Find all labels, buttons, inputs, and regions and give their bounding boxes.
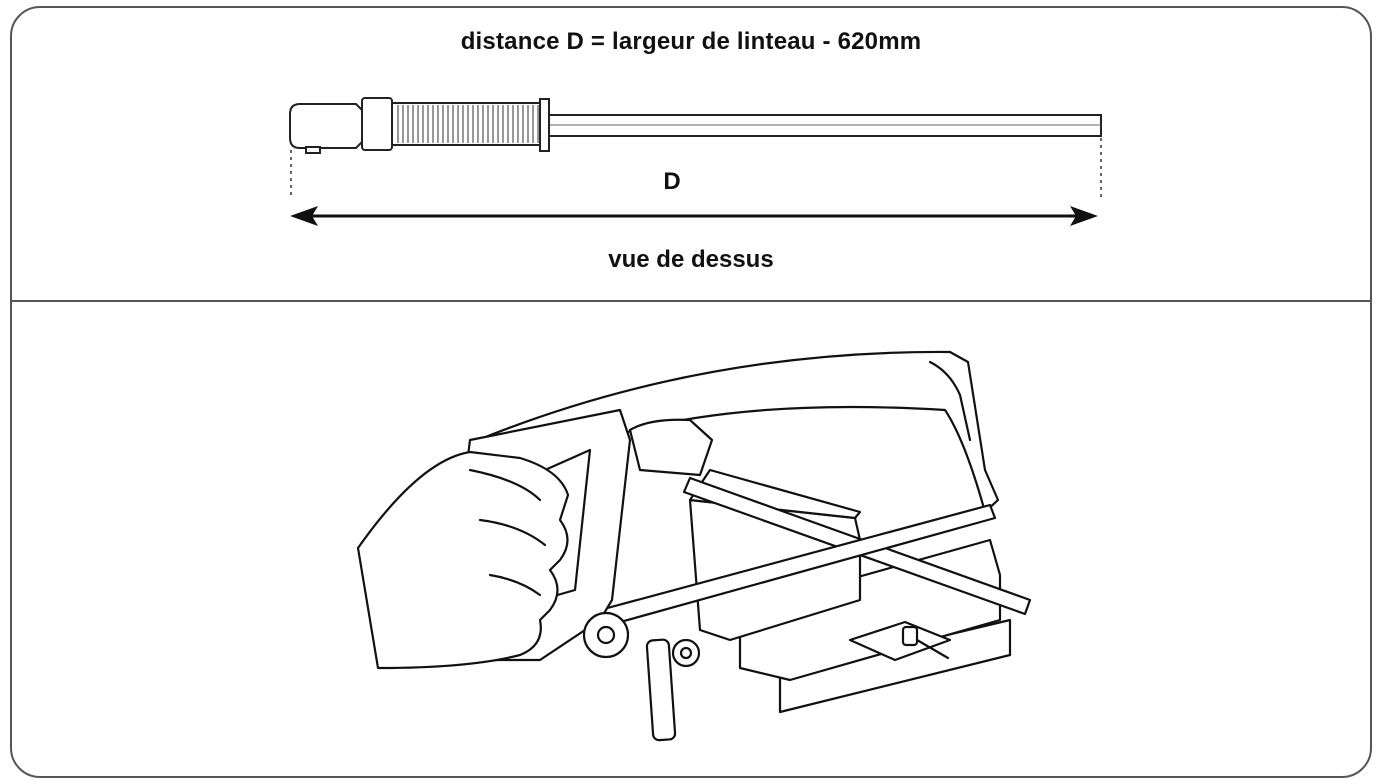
view-caption: vue de dessus bbox=[608, 246, 774, 273]
rod-flange bbox=[539, 98, 550, 152]
figure-frame bbox=[10, 6, 1372, 778]
panel-divider bbox=[12, 300, 1370, 302]
rod-collar bbox=[361, 97, 393, 151]
rod-end-pin bbox=[305, 146, 321, 154]
dimension-label: D bbox=[663, 168, 681, 195]
hand bbox=[356, 450, 570, 670]
rod-ribbed-grip bbox=[391, 102, 541, 146]
arrow-head-right-icon bbox=[1070, 206, 1098, 226]
arrow-head-left-icon bbox=[290, 206, 318, 226]
formula-title: distance D = largeur de linteau - 620mm bbox=[460, 28, 922, 55]
hacksaw-illustration bbox=[356, 350, 1032, 742]
tie-rod bbox=[289, 97, 1102, 154]
vise-screw-handle bbox=[645, 638, 677, 742]
rod-end-cap bbox=[289, 103, 363, 149]
thumb bbox=[628, 418, 714, 477]
